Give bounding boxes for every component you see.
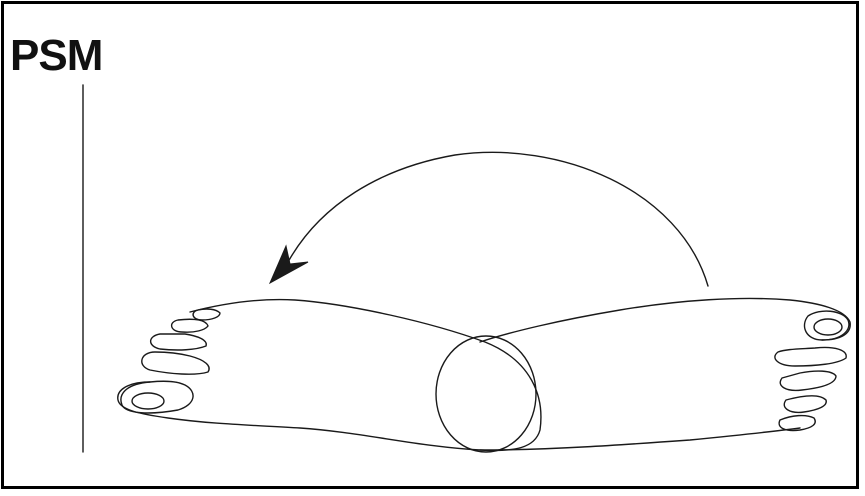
right-toe-4 — [784, 396, 826, 413]
right-toe-3 — [780, 371, 836, 390]
right-big-toenail — [814, 319, 842, 335]
left-toe-2 — [142, 352, 209, 374]
ankle-pivot-circle — [436, 336, 536, 452]
left-big-toenail — [132, 393, 164, 409]
arrowhead-icon — [270, 246, 308, 283]
rotation-arc — [288, 152, 708, 286]
left-toe-3 — [151, 334, 207, 350]
left-foot-outline — [118, 300, 541, 451]
left-toe-5 — [193, 309, 220, 320]
right-toe-2 — [775, 347, 846, 366]
left-toe-4 — [172, 319, 208, 332]
